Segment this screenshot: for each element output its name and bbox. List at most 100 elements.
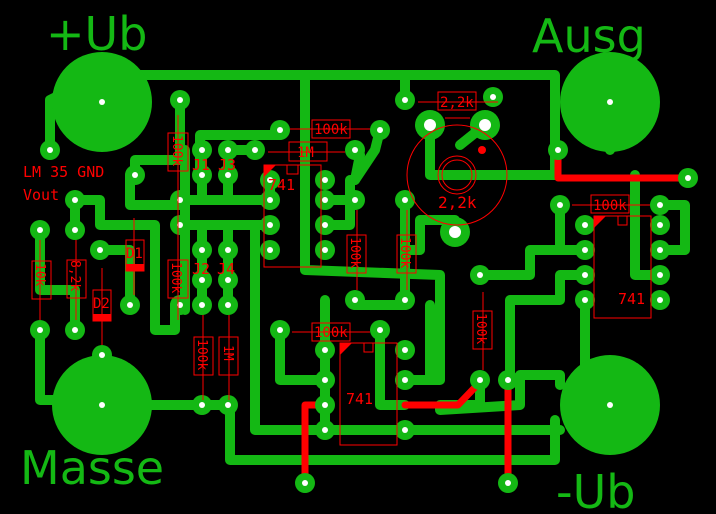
- drill-hole: [277, 327, 283, 333]
- drill-hole: [479, 119, 491, 131]
- resistor-outline: [311, 322, 351, 342]
- trace: [135, 400, 560, 465]
- drill-hole: [127, 302, 133, 308]
- drill-hole: [72, 327, 78, 333]
- drill-hole: [99, 99, 105, 105]
- terminal-pads: [52, 52, 660, 455]
- label-r-v3: 100k: [473, 313, 488, 344]
- drill-hole: [322, 177, 328, 183]
- drill-hole: [267, 222, 273, 228]
- drill-hole: [352, 147, 358, 153]
- drill-hole: [657, 247, 663, 253]
- drill-hole: [132, 172, 138, 178]
- label-j3: J3: [218, 156, 236, 174]
- ic-outline: [593, 215, 652, 319]
- drill-hole: [72, 227, 78, 233]
- drill-hole: [402, 297, 408, 303]
- label-ic1: 741: [268, 176, 295, 194]
- label-ic3: 741: [618, 290, 645, 308]
- label-ic1-r-1m: 1M: [297, 145, 314, 161]
- drill-hole: [557, 202, 563, 208]
- drill-hole: [685, 175, 691, 181]
- ic-outline: [339, 342, 398, 446]
- drill-hole: [225, 277, 231, 283]
- trace: [175, 145, 190, 315]
- label-pot-r: 2,2k: [440, 95, 474, 111]
- resistor-outline: [167, 259, 189, 299]
- drill-hole: [225, 172, 231, 178]
- drill-hole: [490, 94, 496, 100]
- drill-hole: [225, 147, 231, 153]
- drill-hole: [582, 247, 588, 253]
- resistor-outline: [31, 260, 52, 300]
- drill-hole: [657, 222, 663, 228]
- potentiometer-outline: [406, 124, 508, 226]
- terminal-label-masse: Masse: [20, 441, 164, 495]
- trace: [505, 270, 590, 385]
- trace: [435, 370, 565, 415]
- label-ic3-r-top: 100k: [593, 198, 627, 214]
- resistor-outline: [193, 336, 214, 376]
- drill-hole: [505, 377, 511, 383]
- drill-hole: [199, 247, 205, 253]
- sensor-label-line1: LM 35 GND: [23, 163, 104, 181]
- drill-hole: [37, 327, 43, 333]
- label-d1: D1: [126, 246, 143, 262]
- label-j1: J1: [192, 156, 210, 174]
- component-pads: [30, 87, 698, 493]
- label-r-top-left: 100k: [169, 135, 184, 166]
- label-ic1-r-top: 100k: [314, 122, 348, 138]
- drill-hole: [352, 297, 358, 303]
- drill-hole: [402, 427, 408, 433]
- label-r-8k2: 8,2k: [67, 260, 82, 291]
- drill-hole: [505, 480, 511, 486]
- drill-hole: [555, 147, 561, 153]
- drill-hole: [424, 119, 436, 131]
- resistor-outline: [590, 194, 630, 214]
- drill-hole: [199, 172, 205, 178]
- drill-hole: [322, 222, 328, 228]
- drill-hole: [267, 197, 273, 203]
- drill-hole: [267, 247, 273, 253]
- drill-hole: [477, 272, 483, 278]
- drill-hole: [477, 377, 483, 383]
- terminal-labels: +Ub Ausg Masse -Ub: [20, 7, 646, 514]
- label-r-v2: 100k: [397, 237, 412, 268]
- trace: [655, 200, 690, 255]
- drill-hole: [322, 247, 328, 253]
- trace: [135, 70, 560, 155]
- drill-hole: [302, 480, 308, 486]
- label-ic2-r-top: 100k: [314, 325, 348, 341]
- ic-outline: [263, 164, 322, 268]
- label-j2: J2: [192, 260, 210, 278]
- terminal-label-ausg: Ausg: [532, 9, 646, 63]
- drill-hole: [199, 147, 205, 153]
- sensor-label-line2: Vout: [23, 186, 59, 204]
- drill-hole: [199, 402, 205, 408]
- drill-hole: [277, 127, 283, 133]
- resistor-outline: [472, 310, 493, 350]
- drill-hole: [322, 377, 328, 383]
- jumper-wire: [401, 376, 486, 409]
- drill-hole: [657, 202, 663, 208]
- trace: [250, 225, 565, 435]
- drill-hole: [199, 277, 205, 283]
- label-d2: D2: [93, 296, 110, 312]
- trace: [70, 195, 180, 335]
- drill-hole: [657, 272, 663, 278]
- label-ic2: 741: [346, 390, 373, 408]
- drill-hole: [582, 297, 588, 303]
- resistor-outline: [66, 259, 87, 299]
- drill-hole: [252, 147, 258, 153]
- drill-hole: [322, 197, 328, 203]
- drill-hole: [322, 402, 328, 408]
- drill-hole: [377, 127, 383, 133]
- drill-hole: [449, 226, 461, 238]
- trace: [125, 170, 185, 210]
- silkscreen: [31, 91, 652, 446]
- drill-hole: [225, 247, 231, 253]
- label-r-10k: 10k: [32, 263, 47, 287]
- resistor-outline: [437, 91, 477, 111]
- resistor-outline: [218, 336, 239, 376]
